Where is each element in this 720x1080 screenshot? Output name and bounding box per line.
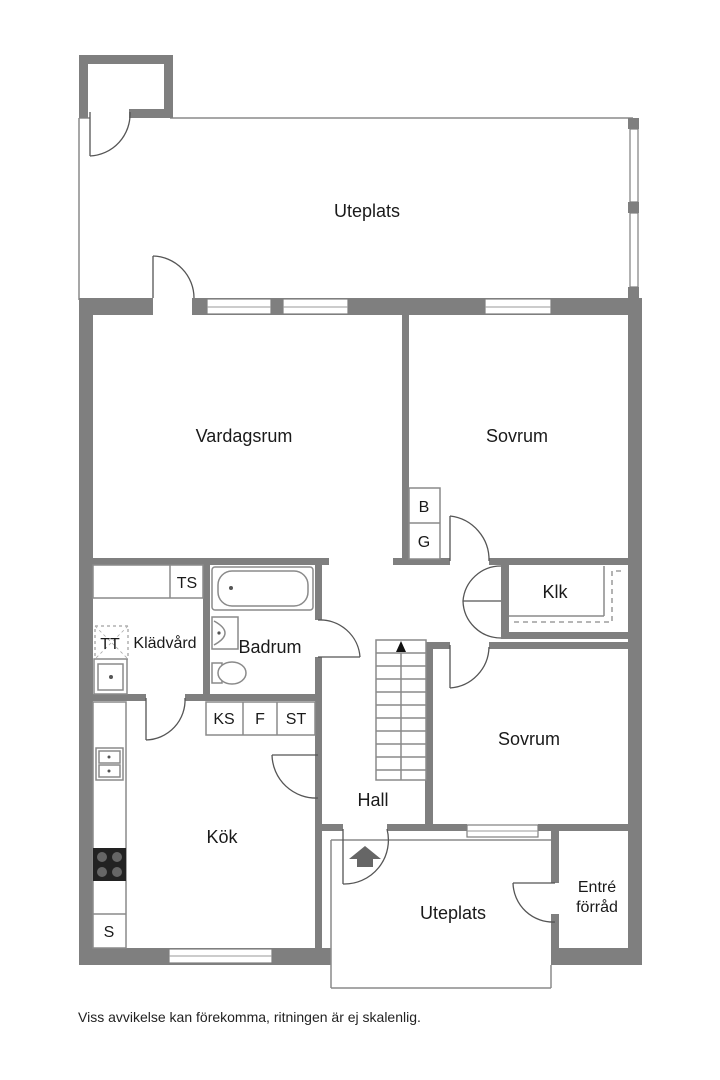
staircase: [375, 639, 427, 781]
label-klk: Klk: [542, 582, 568, 602]
label-tt: TT: [100, 636, 120, 653]
closet-bg: [408, 487, 441, 560]
kitchen-window: [168, 948, 273, 964]
bedroom-bottom-window: [466, 824, 539, 838]
label-s-cabinet: S: [104, 924, 115, 941]
entry-arrow-icon: [349, 846, 381, 867]
disclaimer-note: Viss avvikelse kan förekomma, ritningen …: [78, 1009, 421, 1025]
bathroom-fixtures: [211, 566, 314, 685]
label-ts: TS: [177, 575, 197, 592]
bottom-patio-outline: [330, 839, 552, 989]
hall-cabinets: [205, 701, 316, 736]
label-st: ST: [286, 711, 307, 728]
label-sovrum-bottom: Sovrum: [498, 729, 560, 749]
klk-rail: [509, 566, 625, 623]
patio-door-swing: [152, 255, 195, 299]
interior-walls: [93, 315, 642, 965]
laundry-fixtures: [92, 564, 204, 695]
label-hall: Hall: [357, 790, 388, 810]
top-storage-box: [79, 55, 173, 157]
label-uteplats-bottom: Uteplats: [420, 903, 486, 923]
label-kok: Kök: [206, 827, 238, 847]
label-badrum: Badrum: [238, 637, 301, 657]
door-swings: [145, 515, 556, 923]
label-b-closet: B: [419, 499, 430, 516]
top-windows: [206, 298, 552, 315]
label-entre-line2: förråd: [576, 898, 618, 916]
label-uteplats-top: Uteplats: [334, 201, 400, 221]
label-ks: KS: [213, 711, 234, 728]
label-kladvard: Klädvård: [133, 634, 196, 652]
label-entre-line1: Entré: [578, 879, 616, 896]
label-g-closet: G: [418, 534, 430, 551]
label-vardagsrum: Vardagsrum: [196, 426, 293, 446]
label-f: F: [255, 711, 265, 728]
label-sovrum-top: Sovrum: [486, 426, 548, 446]
top-patio-right-edge: [628, 118, 639, 299]
kitchen-counter: [92, 701, 127, 949]
